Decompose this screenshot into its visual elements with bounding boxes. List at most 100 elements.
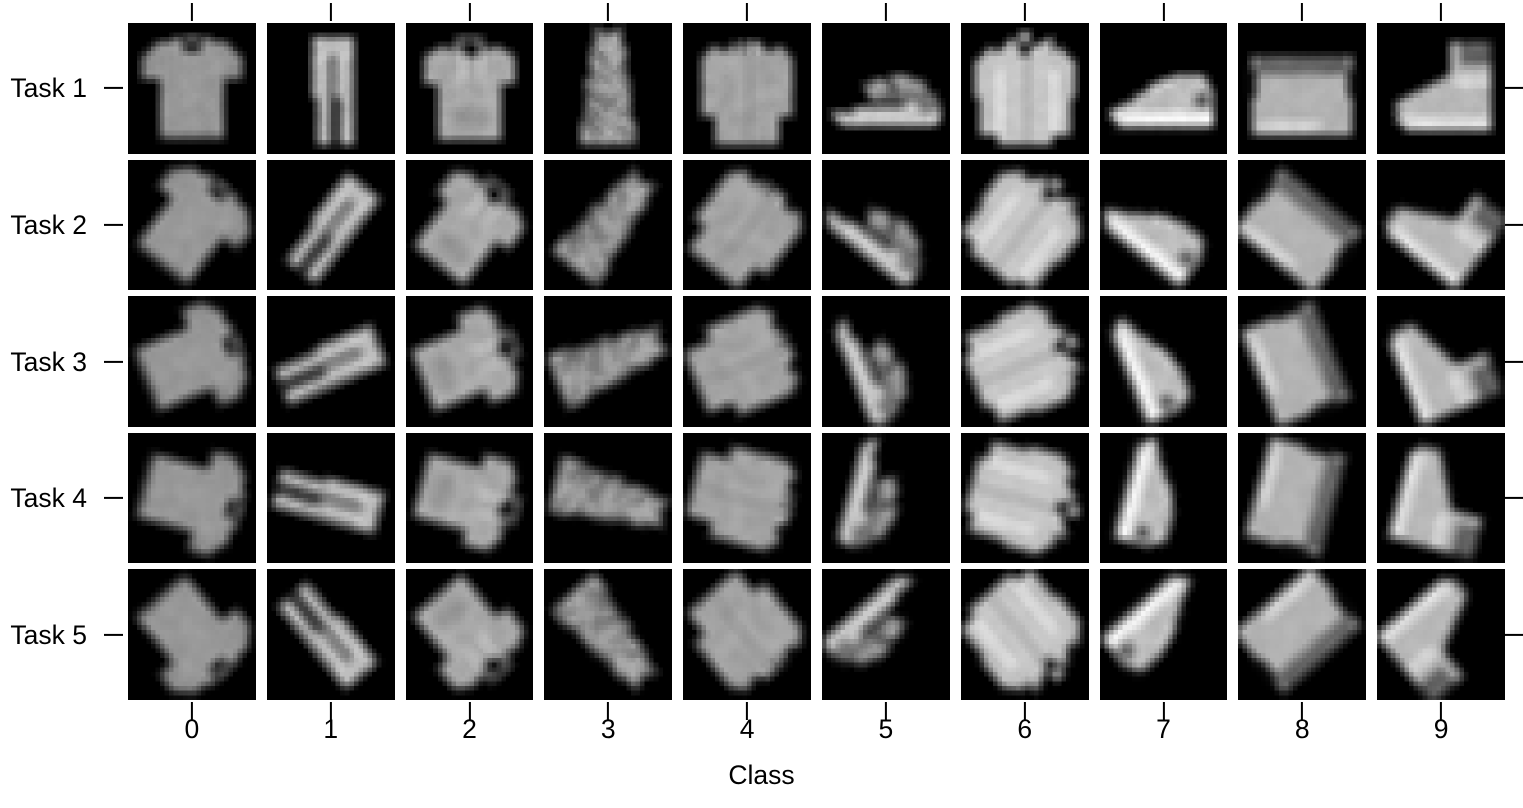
image-cell-task2-class4 xyxy=(683,159,811,291)
image-cell-task5-class8 xyxy=(1238,569,1367,700)
image-cell-task4-class4 xyxy=(683,432,811,564)
sample-image-dress-task3 xyxy=(544,296,673,427)
image-cell-task2-class8 xyxy=(1238,159,1367,291)
sample-image-t-shirt-task1 xyxy=(128,23,256,154)
x-tick-mark-bottom-8 xyxy=(1301,702,1304,720)
image-cell-task1-class4 xyxy=(683,23,811,154)
image-cell-task3-class4 xyxy=(683,296,811,427)
x-tick-mark-bottom-3 xyxy=(607,702,610,720)
sample-image-t-shirt-task3 xyxy=(128,296,256,427)
image-cell-task5-class0 xyxy=(128,569,256,700)
image-cell-task2-class0 xyxy=(128,159,256,291)
sample-image-sandal-task5 xyxy=(822,569,950,700)
image-cell-task5-class6 xyxy=(960,569,1089,700)
sample-image-coat-task1 xyxy=(683,23,811,154)
image-cell-task3-class6 xyxy=(960,296,1089,427)
sample-image-pullover-task3 xyxy=(405,296,534,427)
sample-image-t-shirt-task5 xyxy=(128,569,256,700)
x-tick-mark-top-7 xyxy=(1162,3,1165,21)
sample-image-shirt-task3 xyxy=(960,296,1089,427)
image-cell-task5-class2 xyxy=(405,569,534,700)
image-cell-task1-class2 xyxy=(405,23,534,154)
image-cell-task5-class1 xyxy=(266,569,395,700)
image-cell-task1-class9 xyxy=(1377,23,1505,154)
y-tick-mark-left-4 xyxy=(104,633,123,636)
image-cell-task4-class7 xyxy=(1099,432,1228,564)
image-cell-task5-class5 xyxy=(822,569,950,700)
sample-image-pullover-task1 xyxy=(405,23,534,154)
x-tick-mark-bottom-9 xyxy=(1440,702,1443,720)
x-axis-tick-label-3: 3 xyxy=(600,714,616,744)
sample-image-ankle-boot-task2 xyxy=(1377,159,1505,291)
sample-image-shirt-task2 xyxy=(960,159,1089,291)
image-cell-task2-class5 xyxy=(822,159,950,291)
y-axis-tick-label-task-5: Task 5 xyxy=(10,619,87,650)
y-axis-tick-label-task-4: Task 4 xyxy=(10,482,87,513)
sample-image-trouser-task4 xyxy=(266,432,395,564)
image-cell-task4-class6 xyxy=(960,432,1089,564)
sample-image-bag-task1 xyxy=(1238,23,1367,154)
sample-image-ankle-boot-task3 xyxy=(1377,296,1505,427)
sample-image-dress-task2 xyxy=(544,159,673,291)
x-tick-mark-bottom-5 xyxy=(884,702,887,720)
image-cell-task1-class8 xyxy=(1238,23,1367,154)
sample-image-ankle-boot-task5 xyxy=(1377,569,1505,700)
image-cell-task3-class0 xyxy=(128,296,256,427)
image-cell-task1-class6 xyxy=(960,23,1089,154)
x-axis-tick-label-5: 5 xyxy=(878,714,894,744)
sample-image-bag-task4 xyxy=(1238,432,1367,564)
x-axis-title: Class xyxy=(728,760,795,790)
sample-image-pullover-task4 xyxy=(405,432,534,564)
image-cell-task4-class3 xyxy=(544,432,673,564)
y-tick-mark-left-0 xyxy=(104,87,123,90)
sample-image-dress-task4 xyxy=(544,432,673,564)
image-cell-task3-class3 xyxy=(544,296,673,427)
image-cell-task4-class8 xyxy=(1238,432,1367,564)
sample-image-shirt-task1 xyxy=(960,23,1089,154)
image-cell-task4-class2 xyxy=(405,432,534,564)
x-axis-tick-label-0: 0 xyxy=(184,714,200,744)
x-tick-mark-top-1 xyxy=(329,3,332,21)
x-tick-mark-top-6 xyxy=(1023,3,1026,21)
sample-image-pullover-task5 xyxy=(405,569,534,700)
y-axis-tick-label-task-1: Task 1 xyxy=(10,73,87,104)
x-tick-mark-top-4 xyxy=(746,3,749,21)
x-tick-mark-top-5 xyxy=(884,3,887,21)
x-axis-tick-label-7: 7 xyxy=(1156,714,1171,744)
sample-image-sneaker-task1 xyxy=(1099,23,1228,154)
image-cell-task1-class5 xyxy=(822,23,950,154)
y-tick-mark-left-2 xyxy=(104,360,123,363)
x-axis-tick-label-6: 6 xyxy=(1017,714,1033,744)
x-tick-mark-top-2 xyxy=(468,3,471,21)
x-axis-tick-label-1: 1 xyxy=(323,714,339,744)
sample-image-sandal-task4 xyxy=(822,432,950,564)
image-cell-task2-class6 xyxy=(960,159,1089,291)
x-tick-mark-bottom-0 xyxy=(190,702,193,720)
x-axis-tick-label-2: 2 xyxy=(462,714,477,744)
sample-image-bag-task2 xyxy=(1238,159,1367,291)
y-tick-mark-right-0 xyxy=(1505,87,1523,90)
x-tick-mark-bottom-7 xyxy=(1162,702,1165,720)
x-tick-mark-top-3 xyxy=(607,3,610,21)
sample-image-ankle-boot-task4 xyxy=(1377,432,1505,564)
image-cell-task1-class1 xyxy=(266,23,395,154)
sample-image-trouser-task5 xyxy=(266,569,395,700)
image-cell-task4-class1 xyxy=(266,432,395,564)
x-tick-mark-bottom-2 xyxy=(468,702,471,720)
sample-image-dress-task1 xyxy=(544,23,673,154)
y-axis-tick-label-task-2: Task 2 xyxy=(10,209,87,240)
image-cell-task3-class5 xyxy=(822,296,950,427)
x-tick-mark-top-8 xyxy=(1301,3,1304,21)
image-cell-task5-class3 xyxy=(544,569,673,700)
image-cell-task3-class1 xyxy=(266,296,395,427)
x-tick-mark-bottom-1 xyxy=(329,702,332,720)
image-cell-task3-class8 xyxy=(1238,296,1367,427)
sample-image-ankle-boot-task1 xyxy=(1377,23,1505,154)
image-cell-task2-class1 xyxy=(266,159,395,291)
sample-image-sandal-task3 xyxy=(822,296,950,427)
image-cell-task1-class3 xyxy=(544,23,673,154)
x-tick-mark-top-0 xyxy=(190,3,193,21)
y-tick-mark-right-2 xyxy=(1505,360,1523,363)
